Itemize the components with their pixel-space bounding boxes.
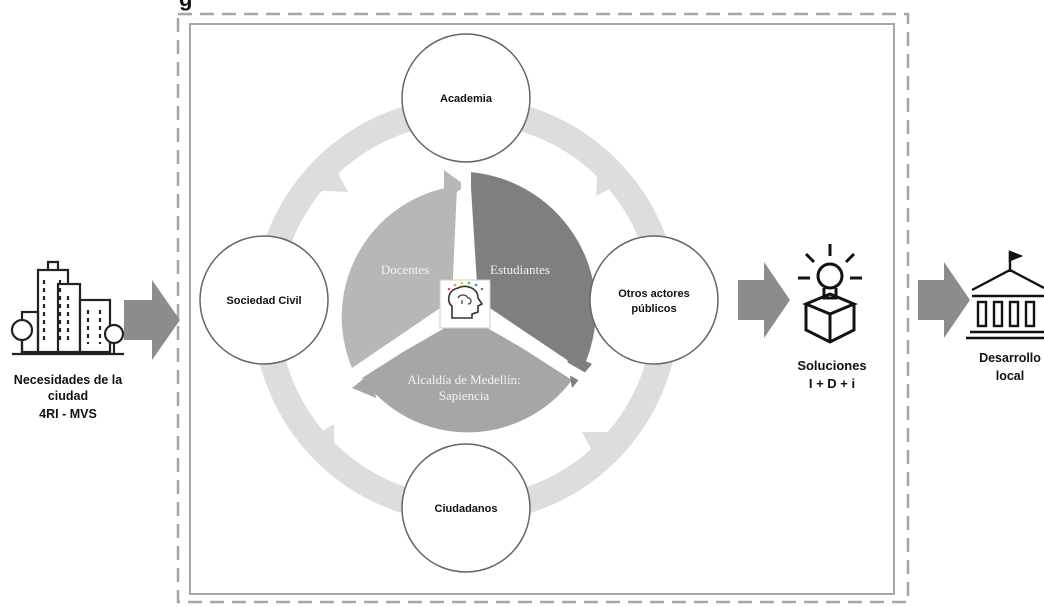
brain-head-icon [439,279,491,329]
header-fragment: g [179,0,192,11]
left-input-line3: 4RI - MVS [39,407,97,421]
outcome-line2: local [996,369,1025,383]
node-otros-actores-label-1: Otros actores [618,288,690,300]
node-otros-actores-label-2: públicos [631,303,676,315]
node-ciudadanos-label: Ciudadanos [435,503,498,515]
arrow-city-to-ecosystem [124,280,180,360]
label-alcaldia-line2: Sapiencia [439,388,490,403]
label-alcaldia-line1: Alcaldía de Medellín: [407,372,520,387]
ring-arrowhead [300,424,334,462]
arrow-ecosystem-to-solutions [738,262,790,338]
segment-arrow-tip [352,372,376,398]
outcome-line1: Desarrollo [979,351,1041,365]
label-docentes: Docentes [381,262,429,277]
lightbulb-box-icon [798,244,862,344]
arrow-solutions-to-outcome [918,262,970,338]
ring-arrowhead [596,158,630,196]
ring-arrowhead [308,158,348,192]
solutions-line1: Soluciones [797,358,866,373]
ring-arrowhead [582,432,620,466]
node-academia-label: Academia [440,93,493,105]
government-building-icon [966,250,1044,340]
left-input-line1: Necesidades de la [14,373,123,387]
node-sociedad-civil-label: Sociedad Civil [226,295,301,307]
inner-frame [189,23,895,595]
segment-estudiantes [470,172,596,370]
segment-arrow-tip [444,170,466,200]
dashed-frame [176,12,910,604]
segment-docentes [341,186,457,368]
node-academia [401,33,531,163]
left-input-line2: ciudad [48,389,88,403]
city-buildings-icon [10,260,125,356]
solutions-line2: I + D + i [809,376,855,391]
node-ciudadanos [401,443,531,573]
node-sociedad-civil [199,235,329,365]
node-otros-actores [589,235,719,365]
label-estudiantes: Estudiantes [490,262,550,277]
segment-alcaldia [362,312,572,433]
